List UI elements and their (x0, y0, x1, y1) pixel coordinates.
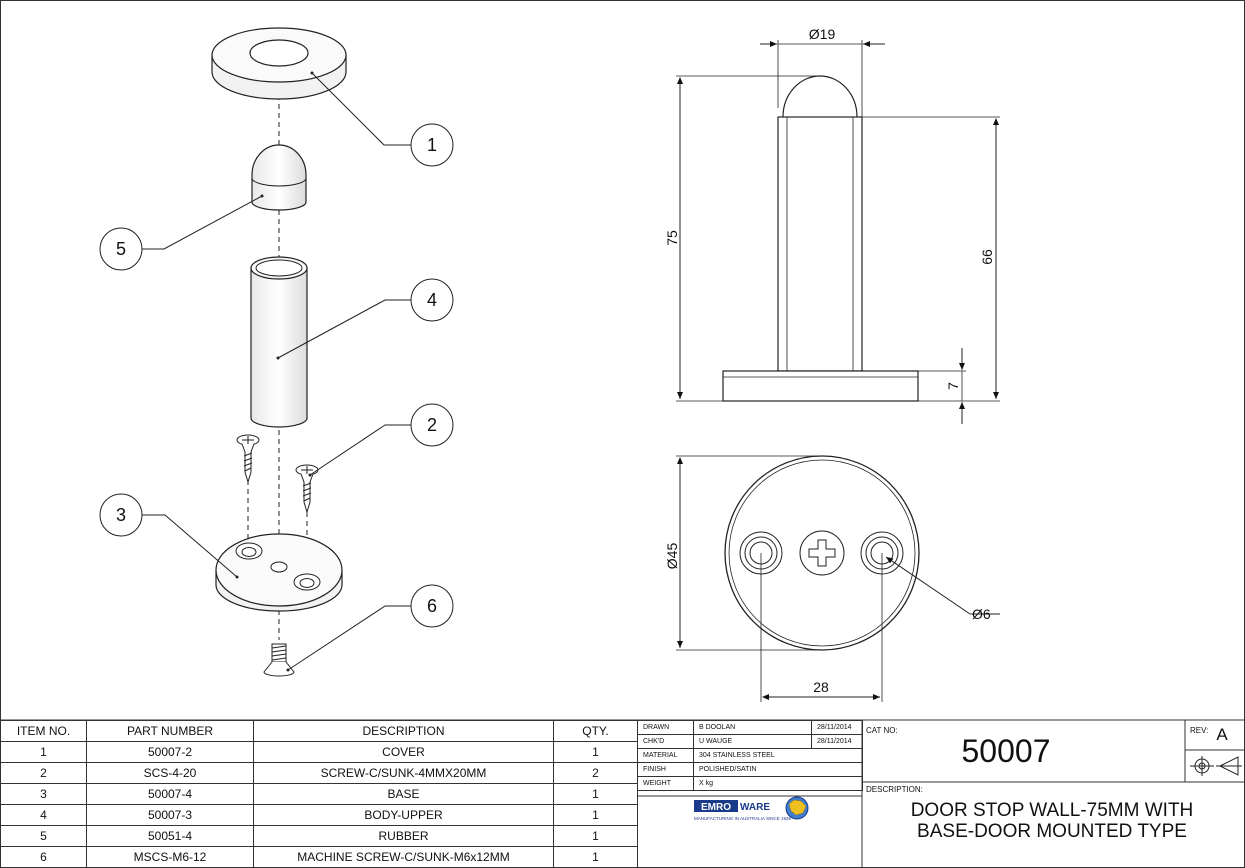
bom-cell: 1 (553, 846, 638, 868)
bom-cell: SCREW-C/SUNK-4MMX20MM (253, 762, 554, 784)
table-row: 1 50007-2 COVER 1 (0, 741, 638, 763)
bom-cell: COVER (253, 741, 554, 763)
bom-header-item: ITEM NO. (0, 720, 87, 742)
bom-cell: MSCS-M6-12 (86, 846, 254, 868)
dim-dia-top: Ø19 (809, 26, 836, 42)
dim-dia-hole: Ø6 (972, 606, 991, 622)
balloon-label-2: 2 (427, 415, 437, 435)
tb-row-weight: WEIGHT X kg (637, 776, 863, 791)
bom-cell: SCS-4-20 (86, 762, 254, 784)
bom-cell: 1 (553, 783, 638, 805)
balloon-label-3: 3 (116, 505, 126, 525)
bom-cell: 5 (0, 825, 87, 847)
title-block-info: DRAWN B DOOLAN 28/11/2014 CHK'D U WAUGE … (637, 720, 863, 791)
base-disc (215, 533, 343, 612)
bom-header-description: DESCRIPTION (253, 720, 554, 742)
bom-cell: BODY-UPPER (253, 804, 554, 826)
bom-cell: 1 (0, 741, 87, 763)
projection-symbol-icon (1190, 756, 1242, 776)
rev-value: A (1216, 725, 1228, 744)
tb-label: FINISH (637, 762, 694, 777)
bom-cell: RUBBER (253, 825, 554, 847)
balloon-2 (410, 403, 454, 447)
dim-hole-spacing: 28 (813, 679, 829, 695)
rev-label: REV: (1190, 726, 1208, 735)
bom-header-qty: QTY. (553, 720, 638, 742)
tb-value: POLISHED/SATIN (693, 762, 863, 777)
cover-ring (211, 27, 347, 100)
tb-label: CHK'D (637, 734, 694, 749)
body-tube (250, 256, 308, 428)
side-elevation: Ø19 75 66 7 (664, 26, 1000, 424)
table-row: 6 MSCS-M6-12 MACHINE SCREW-C/SUNK-M6x12M… (0, 846, 638, 868)
balloon-label-4: 4 (427, 290, 437, 310)
bom-cell: 50051-4 (86, 825, 254, 847)
tb-value: X kg (693, 776, 863, 791)
tb-row-material: MATERIAL 304 STAINLESS STEEL (637, 748, 863, 763)
balloon-6 (410, 584, 454, 628)
tb-label: DRAWN (637, 720, 694, 735)
table-row: 4 50007-3 BODY-UPPER 1 (0, 804, 638, 826)
bom-cell: 2 (0, 762, 87, 784)
bom-cell: 50007-2 (86, 741, 254, 763)
bom-cell: 50007-3 (86, 804, 254, 826)
tb-label: MATERIAL (637, 748, 694, 763)
wood-screw-right (295, 464, 319, 514)
dim-height-body: 66 (979, 249, 995, 265)
tb-date: 28/11/2014 (811, 720, 863, 735)
balloon-1 (410, 123, 454, 167)
wood-screw-left (236, 434, 260, 484)
dim-dia-base: Ø45 (664, 543, 680, 570)
tb-row-drawn: DRAWN B DOOLAN 28/11/2014 (637, 720, 863, 735)
bill-of-materials: ITEM NO. PART NUMBER DESCRIPTION QTY. 1 … (0, 720, 638, 868)
bom-cell: 1 (553, 741, 638, 763)
tb-label: WEIGHT (637, 776, 694, 791)
dim-height-total: 75 (664, 230, 680, 246)
description-line-2: BASE-DOOR MOUNTED TYPE (917, 821, 1187, 842)
description-line-1: DOOR STOP WALL-75MM WITH (911, 800, 1194, 821)
tb-row-finish: FINISH POLISHED/SATIN (637, 762, 863, 777)
balloon-label-1: 1 (427, 135, 437, 155)
description-label: DESCRIPTION: (866, 785, 923, 794)
machine-screw (263, 643, 295, 677)
table-row: 5 50051-4 RUBBER 1 (0, 825, 638, 847)
table-row: 2 SCS-4-20 SCREW-C/SUNK-4MMX20MM 2 (0, 762, 638, 784)
bom-cell: 3 (0, 783, 87, 805)
bom-cell: BASE (253, 783, 554, 805)
balloon-4 (410, 278, 454, 322)
logo-text-emro: EMRO (701, 802, 731, 813)
emroware-logo: EMRO WARE MANUFACTURING IN AUSTRALIA SIN… (694, 796, 809, 821)
bom-cell: 6 (0, 846, 87, 868)
bom-cell: 50007-4 (86, 783, 254, 805)
bom-cell: MACHINE SCREW-C/SUNK-M6x12MM (253, 846, 554, 868)
tb-value: B DOOLAN (693, 720, 812, 735)
tb-value: U WAUGE (693, 734, 812, 749)
cat-no-label: CAT NO: (866, 726, 898, 735)
bom-header-row: ITEM NO. PART NUMBER DESCRIPTION QTY. (0, 720, 638, 742)
bom-cell: 4 (0, 804, 87, 826)
logo-tagline: MANUFACTURING IN AUSTRALIA SINCE 1926 (694, 816, 792, 821)
balloon-5 (99, 227, 143, 271)
balloon-label-6: 6 (427, 596, 437, 616)
bom-cell: 1 (553, 825, 638, 847)
tb-row-checked: CHK'D U WAUGE 28/11/2014 (637, 734, 863, 749)
logo-text-ware: WARE (740, 802, 770, 813)
rubber-cap (251, 144, 307, 211)
bom-cell: 1 (553, 804, 638, 826)
balloon-label-5: 5 (116, 239, 126, 259)
tb-value: 304 STAINLESS STEEL (693, 748, 863, 763)
top-view: Ø45 28 Ø6 (664, 455, 1000, 702)
balloon-3 (99, 493, 143, 537)
table-row: 3 50007-4 BASE 1 (0, 783, 638, 805)
bom-header-part: PART NUMBER (86, 720, 254, 742)
bom-cell: 2 (553, 762, 638, 784)
tb-date: 28/11/2014 (811, 734, 863, 749)
cat-no-value: 50007 (962, 733, 1051, 769)
exploded-view: 1 5 4 2 3 6 (99, 27, 454, 677)
dim-height-base: 7 (945, 382, 961, 390)
